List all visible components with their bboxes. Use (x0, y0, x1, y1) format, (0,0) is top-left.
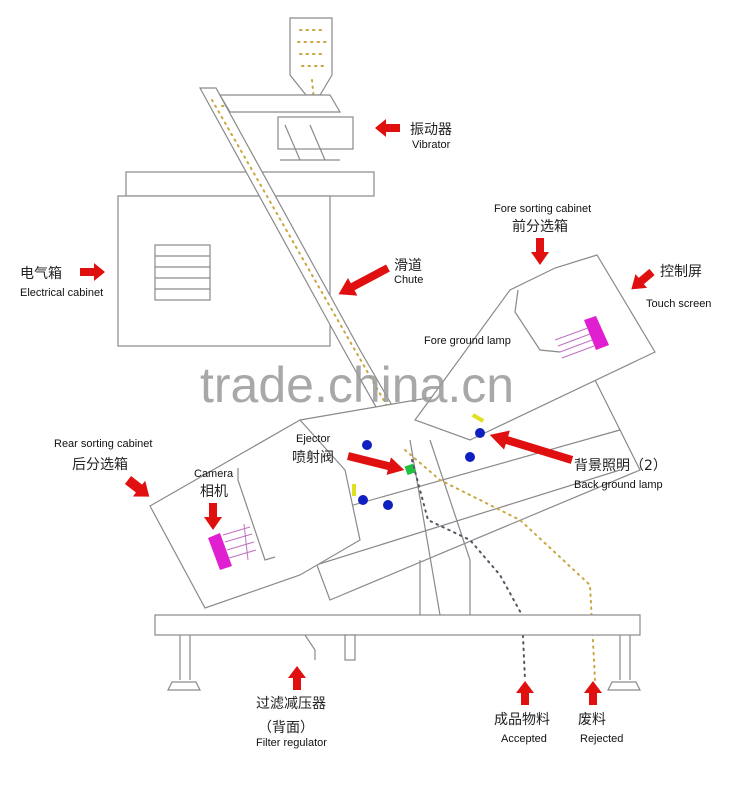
label-electrical-cabinet: 电气箱 Electrical cabinet (20, 266, 103, 299)
lamp-dot (383, 500, 393, 510)
watermark: trade.china.cn (200, 357, 514, 413)
label-rejected: 废料 Rejected (578, 712, 623, 745)
svg-text:Ejector: Ejector (296, 433, 331, 445)
svg-text:废料: 废料 (578, 712, 606, 728)
svg-text:Camera: Camera (194, 468, 234, 480)
svg-text:振动器: 振动器 (410, 122, 452, 138)
arrow-icon (375, 119, 400, 137)
arrow-icon (80, 263, 105, 281)
label-fore-ground-lamp: Fore ground lamp (424, 335, 511, 347)
rejected-flow (404, 449, 596, 681)
sorter-body (299, 369, 641, 616)
label-camera: Camera 相机 (194, 468, 234, 500)
label-ejector: Ejector 喷射阀 (292, 433, 334, 466)
lamp-dot (362, 440, 372, 450)
label-vibrator: 振动器 Vibrator (410, 122, 452, 151)
svg-text:Touch screen: Touch screen (646, 298, 711, 310)
svg-text:滑道: 滑道 (394, 257, 422, 274)
arrow-icon (124, 476, 150, 497)
arrow-icon (338, 264, 390, 296)
lamp-dot (358, 495, 368, 505)
svg-text:喷射阀: 喷射阀 (292, 450, 334, 466)
svg-text:Accepted: Accepted (501, 733, 547, 745)
touch-screen-camera-unit (554, 316, 609, 359)
vibrator (218, 94, 354, 161)
label-back-ground-lamp: 背景照明（2） Back ground lamp (574, 458, 667, 491)
lamps (352, 413, 485, 510)
label-accepted: 成品物料 Accepted (494, 712, 550, 745)
svg-text:成品物料: 成品物料 (494, 712, 550, 728)
arrow-icon (531, 238, 549, 265)
label-fore-sorting-cabinet: Fore sorting cabinet 前分选箱 (494, 203, 591, 235)
svg-text:Back ground lamp: Back ground lamp (574, 479, 663, 491)
svg-text:（背面）: （背面） (258, 720, 314, 736)
svg-text:背景照明（2）: 背景照明（2） (574, 458, 667, 474)
camera-unit (208, 523, 257, 570)
svg-text:后分选箱: 后分选箱 (72, 457, 128, 473)
lamp-dot (465, 452, 475, 462)
svg-text:电气箱: 电气箱 (20, 266, 62, 282)
svg-text:Vibrator: Vibrator (412, 139, 451, 151)
base-frame (154, 614, 641, 691)
arrow-icon (288, 666, 306, 690)
svg-text:Electrical cabinet: Electrical cabinet (20, 287, 103, 299)
vent-grille-icon (154, 244, 211, 301)
lamp-dot (475, 428, 485, 438)
label-rear-sorting-cabinet: Rear sorting cabinet 后分选箱 (54, 438, 152, 473)
label-touch-screen: 控制屏 Touch screen (646, 264, 711, 310)
arrow-icon (631, 268, 655, 290)
label-filter-regulator: 过滤减压器 （背面） Filter regulator (256, 696, 327, 749)
svg-text:相机: 相机 (200, 484, 228, 500)
arrow-icon (204, 503, 222, 530)
svg-text:Filter regulator: Filter regulator (256, 737, 327, 749)
svg-text:Chute: Chute (394, 274, 423, 286)
fore-sorting-cabinet (414, 254, 656, 441)
arrow-icon (347, 452, 405, 475)
arrow-icon (516, 681, 534, 705)
rear-sorting-cabinet (149, 419, 361, 609)
svg-text:Rear sorting cabinet: Rear sorting cabinet (54, 438, 152, 450)
svg-text:控制屏: 控制屏 (660, 264, 702, 280)
label-chute: 滑道 Chute (394, 257, 423, 286)
svg-text:过滤减压器: 过滤减压器 (256, 696, 326, 712)
svg-text:Rejected: Rejected (580, 733, 623, 745)
svg-text:前分选箱: 前分选箱 (512, 218, 568, 235)
arrow-icon (584, 681, 602, 705)
accepted-flow (411, 459, 526, 681)
arrow-icon (489, 430, 574, 464)
hopper (289, 17, 333, 101)
svg-text:Fore sorting cabinet: Fore sorting cabinet (494, 203, 591, 215)
electrical-cabinet (117, 171, 375, 347)
